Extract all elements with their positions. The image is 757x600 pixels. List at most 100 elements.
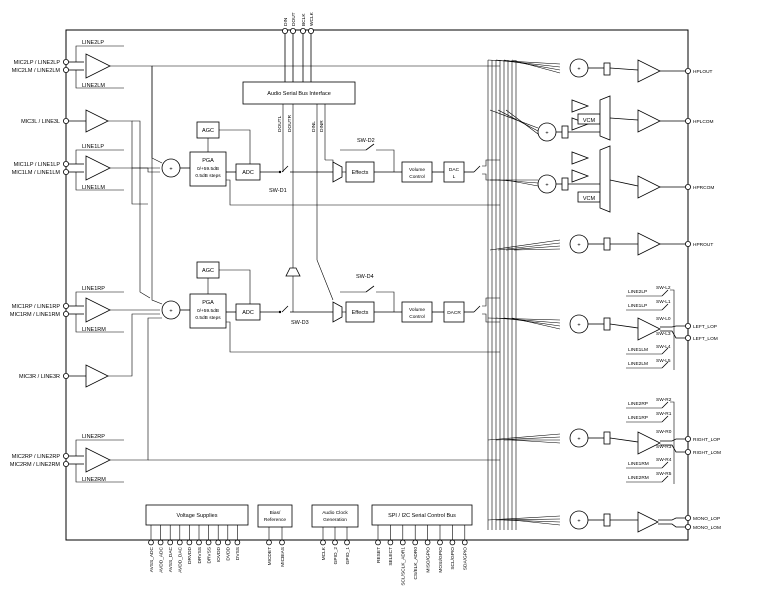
- pin-wclk: WCLK: [307, 11, 315, 82]
- sw-d3-label: SW-D3: [291, 320, 309, 326]
- audio-serial-bus-label: Audio Serial Bus Interface: [267, 91, 331, 97]
- bottom-pin-label-voltage-8: DVDD: [226, 546, 232, 560]
- dac-left-label-1: DAC: [449, 167, 460, 173]
- label-hprout: HPROUT: [693, 242, 713, 248]
- pga-left-range: 0/+59.5dB: [197, 166, 219, 172]
- bottom-pin-clock-1: [332, 539, 338, 546]
- amp-mono: [637, 511, 659, 533]
- clock-label-2: Generation: [323, 517, 347, 523]
- pga-left-block: [189, 151, 227, 187]
- bottom-pin-spi-6: [449, 539, 456, 546]
- spi-i2c-block: [371, 504, 473, 526]
- bottom-pin-bias-1: [279, 539, 285, 546]
- pga-right-range: 0/+59.5dB: [197, 308, 219, 314]
- bottom-pin-clock-2: [344, 539, 350, 546]
- pga-right-title: PGA: [202, 300, 214, 306]
- bottom-pin-spi-7: [461, 539, 468, 546]
- pin-label-din: DIN: [283, 17, 289, 26]
- bottom-pin-voltage-5: [196, 539, 202, 546]
- voltage-supplies-label: Voltage Supplies: [177, 513, 218, 519]
- bottom-pin-label-clock-0: MCLK: [321, 546, 327, 560]
- label-mic2lp: MIC2LP / LINE2LP: [14, 60, 61, 66]
- left-bypass-line2lp: LINE2LP: [628, 289, 647, 295]
- bottom-pin-voltage-8: [225, 539, 231, 546]
- effects-right-label: Effects: [352, 310, 369, 316]
- pin-label-bclk: BCLK: [301, 13, 307, 26]
- dac-right-label: DACR: [447, 310, 461, 316]
- output-mixers: + + + + +: [487, 58, 639, 530]
- spi-i2c-label: SPI / I2C Serial Control Bus: [388, 513, 456, 519]
- input-wiring: [69, 45, 124, 483]
- mixer-right-lo-symbol: +: [577, 437, 580, 443]
- label-left-lop: LEFT_LOP: [693, 324, 717, 330]
- pin-din: DIN: [281, 17, 289, 82]
- vol-left-lo: [603, 317, 611, 331]
- bottom-pin-label-voltage-1: AVDD_ADC: [158, 546, 164, 572]
- audio-clock-block: [311, 504, 359, 528]
- mixer-hplcom-symbol: +: [545, 131, 548, 137]
- pin-label-wclk: WCLK: [309, 11, 315, 26]
- pin-mic2rm: [63, 460, 70, 467]
- label-mic3l: MIC3L / LINE3L: [21, 119, 60, 125]
- bottom-pin-label-bias-1: MICBIAS: [280, 547, 286, 567]
- label-line1rp: LINE1RP: [82, 286, 105, 292]
- signal-dinr: DINR: [319, 120, 325, 132]
- volume-right-label-2: Control: [409, 314, 424, 320]
- sw-r5-label: SW-R5: [656, 471, 672, 477]
- pga-wiring: [180, 129, 500, 353]
- bottom-pin-label-spi-4: MISO/GPIO: [425, 547, 431, 573]
- effects-left-label: Effects: [352, 170, 369, 176]
- amp-right-lo: [637, 431, 661, 455]
- pin-mic3l: [63, 118, 70, 125]
- sw-r1-label: SW-R1: [656, 411, 672, 417]
- pga-left-title: PGA: [202, 158, 214, 164]
- buffer-routing: [108, 65, 500, 461]
- adc-switch-wiring: [260, 138, 334, 314]
- bias-label-1: Bias/: [270, 510, 281, 516]
- sw-r2-label: SW-R2: [656, 397, 672, 403]
- label-right-lop: RIGHT_LOP: [693, 437, 720, 443]
- voltage-supplies-block: [145, 504, 249, 526]
- effects-mux-left: [332, 161, 343, 183]
- volume-left-label-1: Volume: [409, 167, 425, 173]
- left-bypass-line1lm: LINE1LM: [628, 347, 648, 353]
- label-line2rp: LINE2RP: [82, 434, 105, 440]
- dac-left-label-2: L: [453, 174, 456, 180]
- label-mic1rm: MIC1RM / LINE1RM: [10, 312, 61, 318]
- label-mic1lm: MIC1LM / LINE1LM: [12, 170, 61, 176]
- buffer-mic3l: [85, 109, 109, 133]
- amp-hplout: [637, 59, 661, 83]
- bottom-pin-spi-5: [437, 539, 443, 546]
- bottom-pin-label-spi-6: SCL/GPIO: [450, 547, 456, 570]
- internal-line-labels: LINE2LP LINE2LM LINE1LP LINE1LM LINE1RP …: [82, 40, 106, 483]
- effects-bypass: [340, 143, 402, 313]
- pin-mic2lm: [63, 67, 70, 74]
- label-mic2rm: MIC2RM / LINE2RM: [10, 462, 61, 468]
- sw-l3-label: SW-L3: [656, 331, 671, 337]
- vcm-buffer-3: [571, 151, 590, 165]
- buffer-mic2r: [85, 447, 111, 473]
- label-line1lm: LINE1LM: [82, 185, 105, 191]
- label-line1rm: LINE1RM: [82, 327, 106, 333]
- label-mic1rp: MIC1RP / LINE1RP: [12, 304, 61, 310]
- label-line2lm: LINE2LM: [82, 83, 105, 89]
- label-mono-lom: MONO_LOM: [693, 525, 721, 531]
- clock-label-1: Audio Clock: [322, 510, 348, 516]
- vol-right-lo: [603, 431, 611, 445]
- bottom-pin-voltage-2: [167, 539, 174, 546]
- bottom-pin-voltage-4: [186, 539, 193, 546]
- bottom-pin-label-clock-2: GPIO_1: [345, 547, 351, 565]
- pga-left-steps: 0.5dB steps: [195, 173, 221, 179]
- sw-l0-label: SW-L0: [656, 316, 671, 322]
- sw-r0-label: SW-R0: [656, 429, 672, 435]
- output-bus: [487, 60, 517, 530]
- volume-left-label-2: Control: [409, 174, 424, 180]
- pin-mic1rm: [63, 310, 70, 317]
- bottom-pin-bias-0: [266, 539, 272, 546]
- sw-l2-label: SW-L2: [656, 285, 671, 291]
- vol-mono: [603, 513, 611, 527]
- label-line2rm: LINE2RM: [82, 477, 106, 483]
- vcm-buffer-1: [571, 99, 590, 113]
- sw-l4-label: SW-L4: [656, 344, 671, 350]
